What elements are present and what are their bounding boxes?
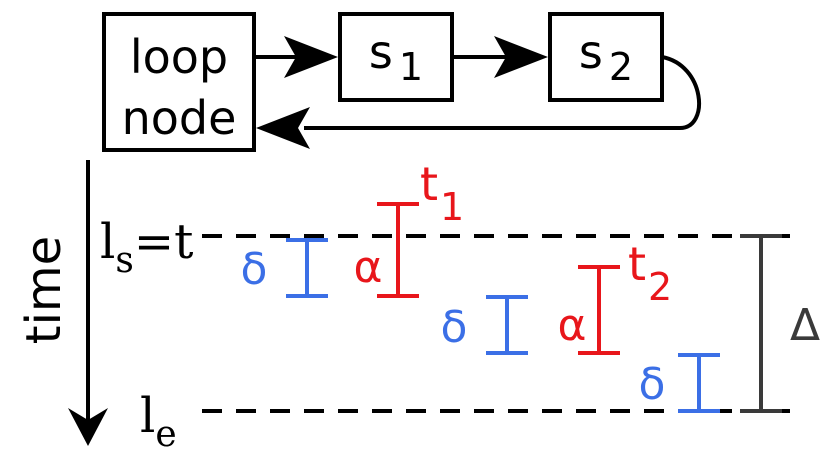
loop-node-label-line1: loop (130, 30, 228, 84)
loop-node-box (102, 12, 256, 152)
arrow-s1-to-s2 (454, 36, 548, 78)
loop-node-label-line2: node (122, 91, 237, 145)
ls-level: ls=t (100, 214, 790, 281)
t2-label: t2 (628, 237, 672, 309)
le-level: le (140, 388, 790, 455)
alpha-label-2: α (557, 300, 586, 351)
delta-label-1: δ (241, 244, 268, 295)
delta-label-3: δ (639, 359, 666, 410)
big-delta-label: Δ (790, 300, 820, 351)
alpha-label-1: α (353, 242, 382, 293)
delta-label-2: δ (441, 302, 468, 353)
arrow-loop-to-s1 (256, 36, 338, 78)
time-axis: time (16, 160, 108, 446)
delta-interval-2 (486, 295, 528, 355)
state-s2-box (548, 12, 664, 102)
big-delta-interval (740, 234, 782, 413)
le-label: le (140, 388, 177, 455)
delta-interval-1 (286, 238, 328, 298)
time-axis-label: time (16, 236, 72, 344)
ls-label: ls=t (100, 214, 193, 281)
arrow-s2-back-to-loop (256, 55, 702, 149)
alpha-interval-1 (377, 202, 419, 298)
t1-label: t1 (420, 157, 464, 229)
state-s1-box (338, 12, 454, 102)
delta-interval-3 (678, 353, 720, 413)
alpha-interval-2 (578, 265, 620, 355)
